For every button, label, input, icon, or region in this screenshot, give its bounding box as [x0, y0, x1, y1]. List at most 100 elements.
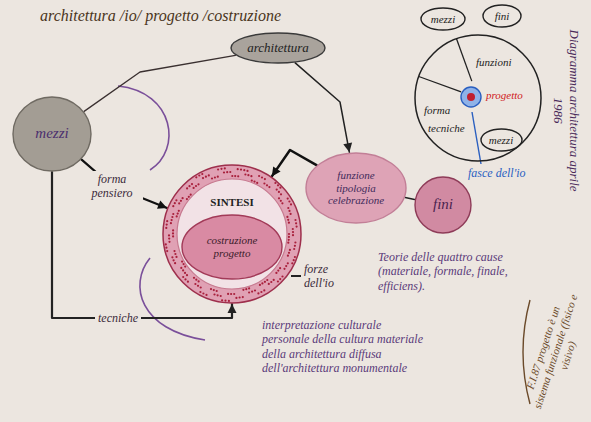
ring-dot	[186, 187, 188, 189]
node-label: architettura	[247, 41, 309, 56]
ring-dot	[165, 243, 167, 245]
ring-dot	[220, 295, 222, 297]
ring-dot	[174, 202, 176, 204]
ring-dot	[175, 256, 177, 258]
ring-dot	[280, 200, 282, 202]
ring-dot	[296, 226, 298, 228]
ring-dot	[187, 281, 189, 283]
ring-dot	[217, 176, 219, 178]
ring-dot	[261, 176, 263, 178]
annotation: Diagramma architettura aprile 1986	[550, 23, 581, 198]
spoke	[419, 77, 461, 92]
ring-dot	[217, 294, 219, 296]
ring-dot	[268, 186, 270, 188]
ring-dot	[247, 174, 249, 176]
ring-dot	[174, 253, 176, 255]
outline	[306, 153, 406, 223]
ring-dot	[290, 203, 292, 205]
ring-dot	[200, 286, 202, 288]
ring-dot	[244, 173, 246, 175]
ring-dot	[195, 176, 197, 178]
ring-inner	[177, 179, 287, 289]
node-outline	[460, 86, 482, 108]
node-label: funzione tipologia celebrazione	[323, 169, 389, 207]
ring-dot	[295, 222, 297, 224]
ring-dot	[184, 266, 186, 268]
ring-dot	[287, 207, 289, 209]
ring-dot	[250, 175, 252, 177]
ring-dot	[168, 241, 170, 243]
ring-dot	[184, 272, 186, 274]
ring-dot	[201, 173, 203, 175]
node-text-area: fini	[482, 4, 522, 28]
ring-dot	[278, 197, 280, 199]
oval-node: architettura	[230, 32, 326, 64]
connector-label: forma pensiero	[81, 171, 143, 202]
ring-dot	[233, 293, 235, 295]
ring-dot	[246, 170, 248, 172]
ring-dot	[210, 288, 212, 290]
ring-dot	[214, 176, 216, 178]
arrow-head	[228, 304, 237, 313]
ring-dot	[261, 282, 263, 284]
outline	[415, 35, 541, 161]
outline	[163, 165, 301, 303]
ring-dot	[245, 288, 247, 290]
ring-dot	[242, 296, 244, 298]
node-text-area: fini	[414, 176, 472, 234]
ring-dot	[180, 267, 182, 269]
ring-dot	[280, 193, 282, 195]
circle-node: fini	[414, 176, 472, 234]
ring-dot	[273, 279, 275, 281]
ring-dot	[294, 245, 296, 247]
ring-dot	[292, 231, 294, 233]
pink-region: funzione tipologia celebrazione	[305, 152, 407, 224]
ring-dot	[184, 278, 186, 280]
small-oval: fini	[482, 4, 522, 28]
node-label: SINTESI	[162, 196, 302, 209]
ring-dot	[216, 290, 218, 292]
ring-dot	[264, 281, 266, 283]
ring-dot	[276, 189, 278, 191]
ring-dot	[248, 287, 250, 289]
ring-dot	[168, 234, 170, 236]
dotted-ring: SINTESIcostruzione progetto	[162, 164, 302, 304]
connector-line	[84, 55, 235, 111]
ring-dot	[168, 238, 170, 240]
ring-dot	[165, 227, 167, 229]
node-label: fini	[495, 10, 510, 23]
ring-dot	[243, 169, 245, 171]
ring-dot	[286, 216, 288, 218]
outline	[415, 177, 471, 233]
ring-dot	[277, 184, 279, 186]
ring-dot	[279, 187, 281, 189]
oval-node: mezzi	[12, 96, 92, 172]
ring-dot	[178, 210, 180, 212]
ring-dot	[254, 289, 256, 291]
ring-dot	[257, 292, 259, 294]
ring-dot	[191, 183, 193, 185]
node-text-area: funzione tipologia celebrazione	[305, 152, 407, 224]
ring-dot	[287, 198, 289, 200]
ring-dot	[239, 296, 241, 298]
ring-dot	[274, 182, 276, 184]
outline	[182, 215, 282, 279]
node-label: mezzi	[489, 134, 513, 147]
scheme-circle: funzioniformatecnichemezziprogetto	[414, 34, 542, 162]
ring-dot	[165, 247, 167, 249]
ring-dot	[171, 219, 173, 221]
ring-dot	[287, 255, 289, 257]
ring-dot	[285, 265, 287, 267]
ring-dot	[199, 291, 201, 293]
ring-dot	[275, 272, 277, 274]
ring-dot	[288, 210, 290, 212]
ring-dot	[194, 283, 196, 285]
outline	[421, 8, 465, 30]
arrow-head	[343, 143, 352, 153]
connector-line	[272, 150, 317, 176]
ring-dot	[263, 182, 265, 184]
node-label: funzioni	[476, 56, 511, 69]
ring-dot	[242, 289, 244, 291]
ring-dot	[230, 293, 232, 295]
arrow-head	[157, 201, 167, 209]
